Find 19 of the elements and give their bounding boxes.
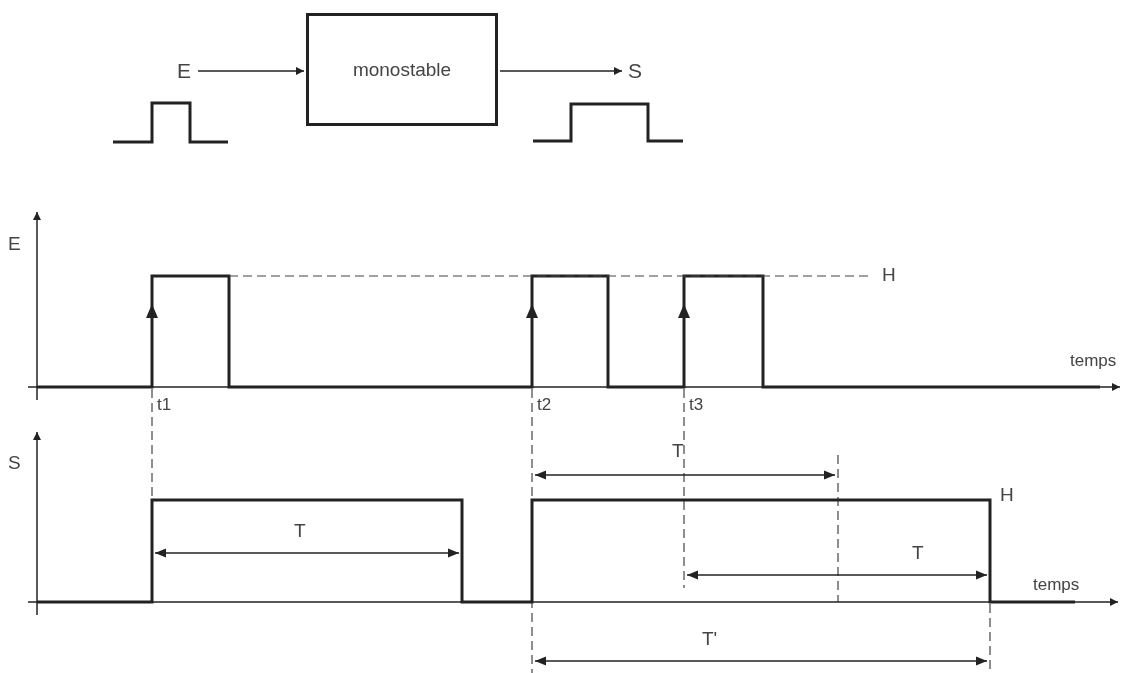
time-label: t1 [157,394,172,416]
dimension-label: T [912,542,924,564]
signal-name: S [624,58,646,84]
dimension-label: T' [702,628,718,650]
time-label: t2 [537,394,552,416]
signal-name: E [172,58,196,84]
axis-label: temps [1033,574,1080,596]
time-label: t3 [689,394,704,416]
axis-label: E [8,233,21,255]
dimension-label: T [294,520,306,542]
dimension-label: T [672,440,684,462]
arrow [197,67,305,75]
process-box [306,13,498,126]
arrow [499,67,623,75]
box-label: monostable [352,58,452,81]
axis-label: temps [1070,350,1117,372]
axis-label: S [8,452,21,474]
level-label: H [1000,484,1014,506]
level-label: H [882,264,896,286]
